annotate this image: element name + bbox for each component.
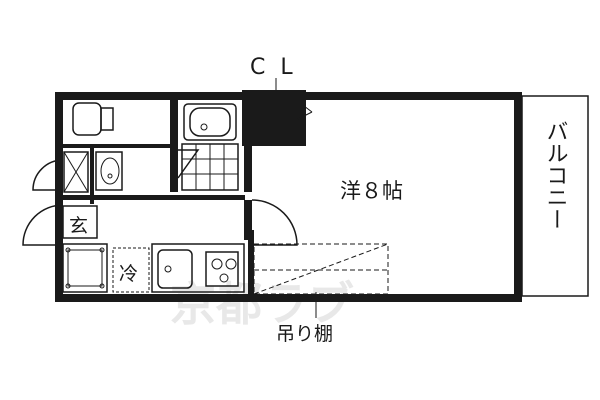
western-room-label: 洋８帖 — [340, 179, 403, 203]
bathroom-floor — [181, 143, 239, 191]
closet-label: C L — [250, 55, 297, 80]
interior-walls — [63, 90, 306, 294]
balcony-label: バルコニー — [543, 120, 568, 230]
watermark: 京都ラブ — [170, 277, 354, 331]
leader-lines — [275, 78, 317, 318]
balcony — [517, 95, 589, 297]
washing-machine-space — [63, 151, 89, 193]
doors — [22, 149, 298, 246]
refrigerator-label: 冷 — [119, 263, 138, 285]
bathtub — [183, 103, 237, 141]
shoe-box — [62, 243, 108, 293]
loft-storage-label: 吊り棚 — [276, 323, 333, 345]
entrance-label: 玄 — [69, 215, 88, 237]
washbasin — [95, 151, 123, 191]
kitchen-counter — [151, 243, 245, 293]
hanging-shelf — [253, 243, 389, 295]
refrigerator-space — [112, 247, 150, 293]
entrance — [62, 205, 98, 239]
toilet — [72, 102, 114, 136]
